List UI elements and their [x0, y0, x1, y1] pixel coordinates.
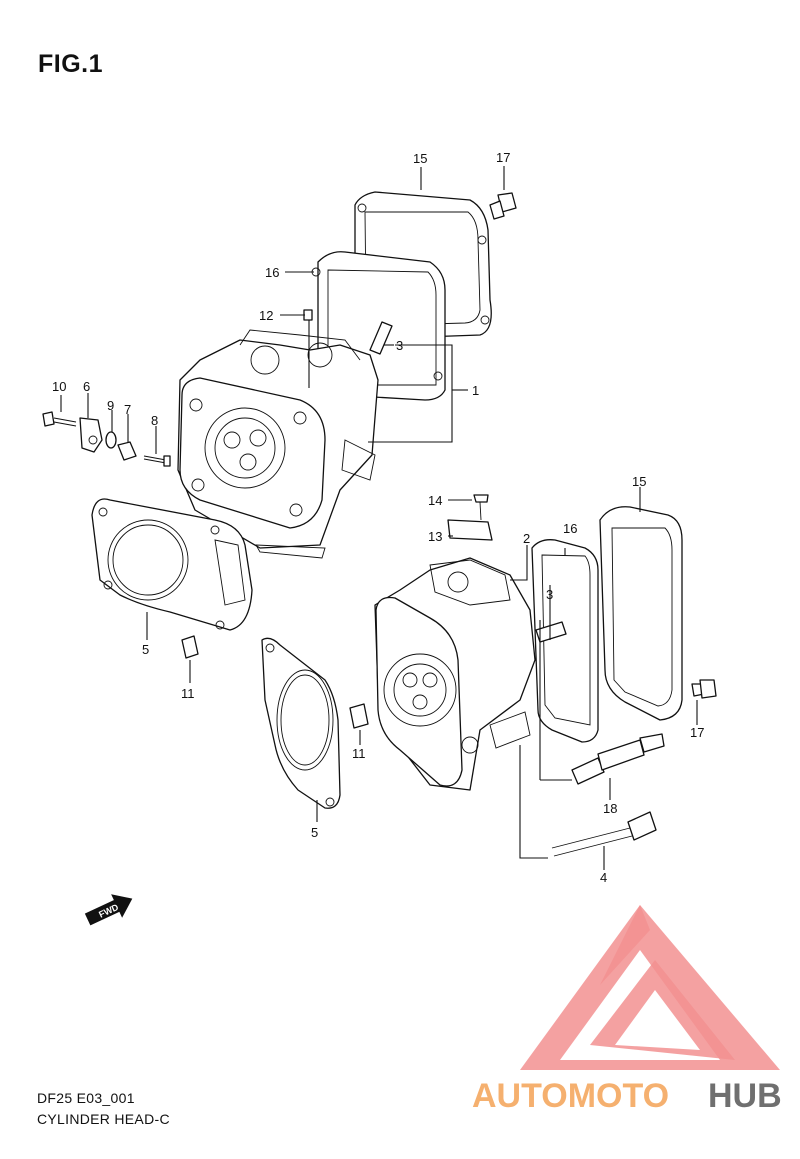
callout-11-lower: 11 [352, 746, 366, 761]
callout-3-lower: 3 [546, 587, 553, 602]
callout-12: 12 [259, 308, 273, 323]
callout-5-upper: 5 [142, 642, 149, 657]
callout-17-upper: 17 [496, 150, 510, 165]
cylinder-head-upper [177, 329, 379, 559]
callout-4: 4 [600, 870, 607, 885]
bracket-6 [79, 417, 103, 453]
callout-16-upper: 16 [265, 265, 279, 280]
callout-5-lower: 5 [311, 825, 318, 840]
screw-14 [473, 494, 489, 521]
callout-labels: 15 17 16 12 3 1 10 6 9 7 8 5 11 14 15 13… [52, 150, 704, 885]
head-bolt-4 [551, 811, 657, 857]
callout-11-upper: 11 [181, 686, 195, 701]
valve-guide-3-upper [369, 321, 393, 355]
head-cover-15-lower [599, 506, 683, 721]
watermark-text-hub: HUB [708, 1077, 782, 1115]
figure-title: FIG.1 [38, 50, 104, 78]
spark-plug-18 [571, 733, 665, 785]
sleeve-7 [117, 441, 137, 461]
dowel-11-upper [181, 635, 199, 659]
head-gasket-5-upper [91, 498, 253, 631]
callout-18: 18 [603, 801, 617, 816]
callout-17-lower: 17 [690, 725, 704, 740]
plate-13 [447, 519, 493, 541]
screw-8 [143, 455, 171, 467]
callout-15-lower: 15 [632, 474, 646, 489]
callout-1: 1 [472, 383, 479, 398]
dowel-11-lower [349, 703, 369, 729]
callout-9: 9 [107, 398, 114, 413]
callout-10: 10 [52, 379, 66, 394]
bolt-17-upper [489, 192, 517, 220]
diagram-code: DF25 E03_001 [37, 1090, 135, 1106]
callout-2: 2 [523, 531, 530, 546]
callout-7: 7 [124, 402, 131, 417]
washer-9 [105, 431, 117, 449]
bolt-17-lower [691, 679, 717, 699]
cover-gasket-16-lower [531, 539, 599, 743]
callout-3-upper: 3 [396, 338, 403, 353]
callout-13: 13 [428, 529, 442, 544]
valve-guide-3-lower [535, 621, 567, 643]
leader-lines [60, 166, 698, 870]
fwd-direction-badge: FWD [84, 894, 133, 926]
bolt-10 [42, 411, 77, 427]
callout-16-lower: 16 [563, 521, 577, 536]
callout-15-upper: 15 [413, 151, 427, 166]
callout-14: 14 [428, 493, 442, 508]
head-gasket-5-lower [261, 637, 341, 809]
watermark-text-automoto: AUTOMOTO [472, 1077, 669, 1115]
watermark-logo [520, 905, 780, 1070]
cylinder-head-lower [374, 557, 536, 791]
callout-8: 8 [151, 413, 158, 428]
plug-12 [303, 309, 313, 321]
diagram-name: CYLINDER HEAD-C [37, 1111, 170, 1127]
callout-6: 6 [83, 379, 90, 394]
